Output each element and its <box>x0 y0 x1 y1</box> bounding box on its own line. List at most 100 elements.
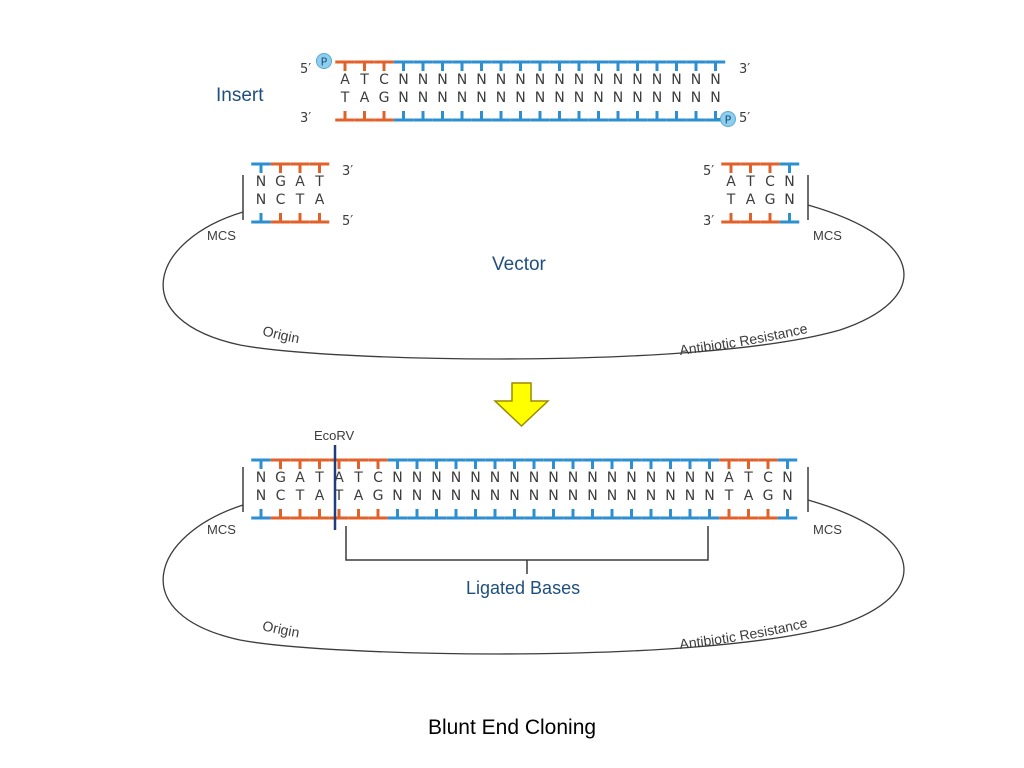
insert-pair-11-top-base: N <box>535 72 545 88</box>
insert-pair-9-bottom-base: N <box>496 90 506 106</box>
vector-left-pair-4-bottom-base: A <box>315 192 325 208</box>
ligated-pair-10-top-base: N <box>431 470 441 486</box>
ligated-pair-7-top-base: C <box>373 470 383 486</box>
ligated-pair-2-bottom-base: C <box>276 488 286 504</box>
phosphate-bottom-circle <box>720 111 736 127</box>
ecorv-label: EcoRV <box>314 428 355 443</box>
insert-pair-5-bottom-base: N <box>418 90 428 106</box>
insert-pair-16-bottom-base: N <box>632 90 642 106</box>
vector-left-end-bars <box>251 162 330 224</box>
ligated-pair-18-bottom-base: N <box>587 488 597 504</box>
phosphate-top-label: P <box>321 56 328 69</box>
ligated-pair-24-bottom-base: N <box>704 488 714 504</box>
vector-left-pair-3-top-base: A <box>295 174 305 190</box>
origin-label: Origin <box>261 322 301 346</box>
insert-pair-4-top-base: N <box>398 72 408 88</box>
ligated-pair-21-top-base: N <box>646 470 656 486</box>
insert-pair-10-bottom-base: N <box>515 90 525 106</box>
ligated-pair-1-bottom-base: N <box>256 488 266 504</box>
vector-right-pair-3-bottom-base: G <box>765 192 776 208</box>
ligated-pair-2-top-base: G <box>275 470 286 486</box>
insert-top-right-end: 3′ <box>739 62 750 77</box>
insert-bottom-right-end: 5′ <box>739 111 750 126</box>
ligated-pair-22-top-base: N <box>665 470 675 486</box>
antibiotic-resistance-label: Antibiotic Resistance <box>678 320 809 358</box>
insert-pair-20-bottom-base: N <box>710 90 720 106</box>
ligated-pair-4-top-base: T <box>314 470 324 486</box>
ligated-pair-16-top-base: N <box>548 470 558 486</box>
ligated-pair-20-bottom-base: N <box>626 488 636 504</box>
antibiotic-resistance-label-2-text: Antibiotic Resistance <box>679 614 810 652</box>
vector-label: Vector <box>492 254 547 275</box>
ligated-pair-14-bottom-base: N <box>509 488 519 504</box>
vector-left-pair-4-top-base: T <box>314 174 324 190</box>
insert-pair-15-bottom-base: N <box>613 90 623 106</box>
insert-pair-7-bottom-base: N <box>457 90 467 106</box>
ligated-pair-19-top-base: N <box>607 470 617 486</box>
ligated-pair-3-top-base: A <box>295 470 305 486</box>
ligated-pair-25-bottom-base: T <box>724 488 734 504</box>
vector-right-pair-1-bottom-base: T <box>726 192 736 208</box>
ligated-pair-15-top-base: N <box>529 470 539 486</box>
ligated-pair-25-top-base: A <box>724 470 734 486</box>
ligated-pair-17-bottom-base: N <box>568 488 578 504</box>
phosphate-top: P <box>316 53 332 69</box>
insert-fragment: Insert ATTACGNNNNNNNNNNNNNNNNNNNNNNNNNNN… <box>216 53 750 127</box>
vector-right-pair-4-bottom-base: N <box>784 192 794 208</box>
insert-pair-10-top-base: N <box>515 72 525 88</box>
ligated-pair-15-bottom-base: N <box>529 488 539 504</box>
ligated-pair-21-bottom-base: N <box>646 488 656 504</box>
ligated-pair-8-bottom-base: N <box>392 488 402 504</box>
insert-pair-12-bottom-base: N <box>554 90 564 106</box>
insert-pair-12-top-base: N <box>554 72 564 88</box>
ligated-pair-23-top-base: N <box>685 470 695 486</box>
ligated-pair-26-top-base: T <box>743 470 753 486</box>
ligated-pair-10-bottom-base: N <box>431 488 441 504</box>
insert-bottom-left-end: 3′ <box>300 111 311 126</box>
insert-pair-14-bottom-base: N <box>593 90 603 106</box>
insert-pair-9-top-base: N <box>496 72 506 88</box>
ligated-pair-6-bottom-base: A <box>354 488 364 504</box>
insert-pair-15-top-base: N <box>613 72 623 88</box>
insert-pair-14-top-base: N <box>593 72 603 88</box>
insert-pair-3-bottom-base: G <box>379 90 390 106</box>
vector-backbone-1 <box>162 204 905 360</box>
ligated-pair-5-top-base: A <box>334 470 344 486</box>
vector-right-pair-1-top-base: A <box>726 174 736 190</box>
ligated-pair-27-bottom-base: G <box>763 488 774 504</box>
ligated-pair-19-bottom-base: N <box>607 488 617 504</box>
insert-pair-19-top-base: N <box>691 72 701 88</box>
insert-pair-6-bottom-base: N <box>437 90 447 106</box>
insert-pair-8-top-base: N <box>476 72 486 88</box>
insert-pair-6-top-base: N <box>437 72 447 88</box>
vector-right-top-end: 5′ <box>703 164 714 179</box>
ligated-pair-5-bottom-base: T <box>334 488 344 504</box>
insert-pair-13-top-base: N <box>574 72 584 88</box>
phosphate-bottom-label: P <box>725 114 732 127</box>
vector-left-top-end: 3′ <box>342 164 353 179</box>
ligated-pair-28-top-base: N <box>782 470 792 486</box>
insert-pair-8-bottom-base: N <box>476 90 486 106</box>
ligated-pair-12-bottom-base: N <box>470 488 480 504</box>
ligated-pair-20-top-base: N <box>626 470 636 486</box>
figure-caption: Blunt End Cloning <box>427 716 597 739</box>
vector-left-pair-1-top-base: N <box>256 174 266 190</box>
origin-label-2-text: Origin <box>261 617 301 640</box>
vector-left-pair-2-bottom-base: C <box>276 192 286 208</box>
insert-pair-1-bottom-base: T <box>340 90 350 106</box>
ligated-bases-label: Ligated Bases <box>466 578 580 598</box>
insert-pair-20-top-base: N <box>710 72 720 88</box>
vector-right-pair-2-top-base: T <box>745 174 755 190</box>
insert-pair-3-top-base: C <box>379 72 389 88</box>
vector-left-bottom-end: 5′ <box>342 214 353 229</box>
insert-pair-16-top-base: N <box>632 72 642 88</box>
insert-pair-4-bottom-base: N <box>398 90 408 106</box>
ligated-pair-3-bottom-base: T <box>295 488 305 504</box>
mcs-label-right-2: MCS <box>813 522 842 537</box>
vector-right-end-bars <box>721 162 800 224</box>
ligated-pair-7-bottom-base: G <box>373 488 384 504</box>
